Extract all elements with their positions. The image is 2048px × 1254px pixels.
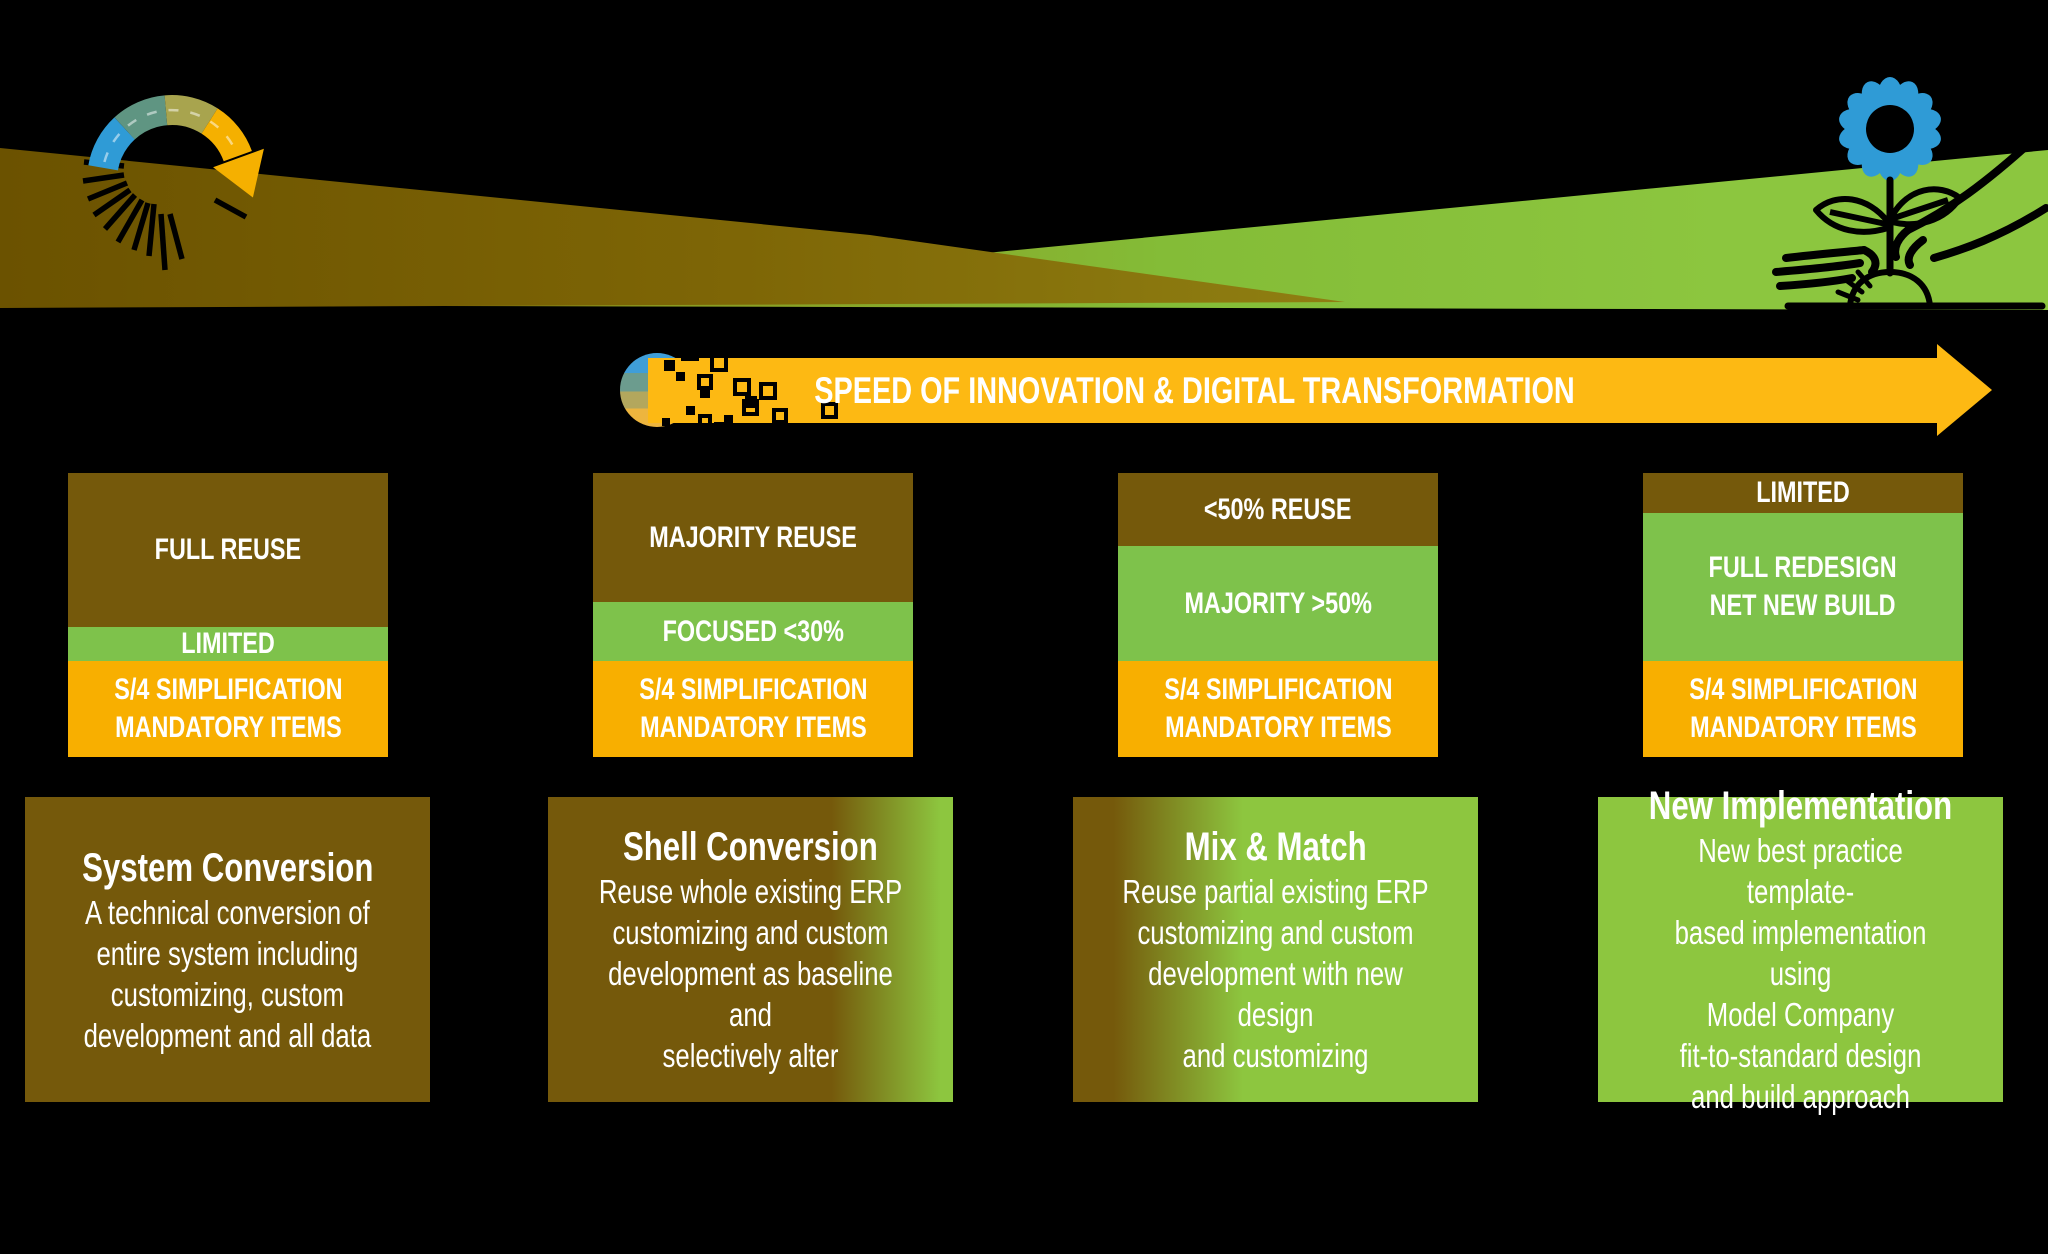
mandatory-segment-label: S/4 SIMPLIFICATION MANDATORY ITEMS	[1163, 673, 1393, 744]
approach-description-text: A technical conversion of entire system …	[83, 893, 372, 1054]
approach-card-mix-and-match: Mix & Match Reuse partial existing ERP c…	[1073, 797, 1478, 1102]
reuse-stack-mix-and-match: <50% REUSE MAJORITY >50% S/4 SIMPLIFICAT…	[1118, 473, 1438, 757]
approach-title: Shell Conversion	[587, 823, 914, 871]
mandatory-segment: S/4 SIMPLIFICATION MANDATORY ITEMS	[1118, 661, 1438, 757]
approach-description-text: Reuse partial existing ERP customizing a…	[1122, 873, 1429, 1074]
reuse-segment: MAJORITY REUSE	[593, 473, 913, 602]
approach-title-text: System Conversion	[81, 845, 374, 890]
mandatory-segment: S/4 SIMPLIFICATION MANDATORY ITEMS	[593, 661, 913, 757]
approach-description-text: Reuse whole existing ERP customizing and…	[598, 873, 903, 1074]
approach-description: New best practice template- based implem…	[1598, 830, 2003, 1117]
approach-description: Reuse whole existing ERP customizing and…	[548, 871, 953, 1076]
reuse-segment: LIMITED	[1643, 473, 1963, 513]
reuse-stack-system-conversion: FULL REUSE LIMITED S/4 SIMPLIFICATION MA…	[68, 473, 388, 757]
reuse-segment-label: FULL REUSE	[154, 533, 302, 566]
mandatory-segment-label: S/4 SIMPLIFICATION MANDATORY ITEMS	[638, 673, 868, 744]
brown-ribbon	[0, 148, 1345, 308]
curved-transformation-arrow-icon	[88, 95, 264, 198]
target-segment: MAJORITY >50%	[1118, 546, 1438, 661]
mandatory-segment-label: S/4 SIMPLIFICATION MANDATORY ITEMS	[1688, 673, 1918, 744]
approach-description: A technical conversion of entire system …	[43, 892, 412, 1056]
reuse-segment-label: MAJORITY REUSE	[649, 520, 857, 554]
mandatory-segment: S/4 SIMPLIFICATION MANDATORY ITEMS	[1643, 661, 1963, 757]
approach-title: Mix & Match	[1159, 823, 1392, 871]
reuse-stack-new-implementation: LIMITED FULL REDESIGN NET NEW BUILD S/4 …	[1643, 473, 1963, 757]
approach-title-text: Mix & Match	[1184, 825, 1367, 869]
right-arrow-icon	[620, 343, 1992, 439]
pixel-dissolve-icon	[662, 343, 838, 439]
flower-icon	[1813, 77, 1963, 277]
reuse-segment-label: LIMITED	[1756, 476, 1850, 509]
target-segment-label: MAJORITY >50%	[1184, 586, 1372, 620]
mandatory-segment: S/4 SIMPLIFICATION MANDATORY ITEMS	[68, 661, 388, 757]
target-segment-label: FULL REDESIGN NET NEW BUILD	[1708, 551, 1898, 622]
target-segment-label: FOCUSED <30%	[662, 614, 844, 648]
reuse-segment: FULL REUSE	[68, 473, 388, 627]
reuse-segment: <50% REUSE	[1118, 473, 1438, 546]
target-segment: FOCUSED <30%	[593, 602, 913, 661]
approach-description: Reuse partial existing ERP customizing a…	[1073, 871, 1478, 1076]
approach-card-system-conversion: System Conversion A technical conversion…	[25, 797, 430, 1102]
speed-arrow-label: SPEED OF INNOVATION & DIGITAL TRANSFORMA…	[645, 358, 1745, 423]
approach-title: New Implementation	[1606, 782, 1995, 830]
approach-card-shell-conversion: Shell Conversion Reuse whole existing ER…	[548, 797, 953, 1102]
sunburst-rays-icon	[82, 159, 248, 271]
approach-title-text: New Implementation	[1648, 784, 1953, 828]
approach-title: System Conversion	[41, 844, 414, 892]
target-segment: FULL REDESIGN NET NEW BUILD	[1643, 513, 1963, 661]
target-segment: LIMITED	[68, 627, 388, 661]
mandatory-segment-label: S/4 SIMPLIFICATION MANDATORY ITEMS	[113, 673, 343, 744]
approach-title-text: Shell Conversion	[623, 825, 878, 869]
speed-arrow-label-text: SPEED OF INNOVATION & DIGITAL TRANSFORMA…	[814, 369, 1576, 411]
target-segment-label: LIMITED	[181, 627, 275, 660]
approach-description-text: New best practice template- based implem…	[1674, 832, 1927, 1115]
reuse-stack-shell-conversion: MAJORITY REUSE FOCUSED <30% S/4 SIMPLIFI…	[593, 473, 913, 757]
planting-hands-icon	[1772, 124, 2048, 310]
approach-card-new-implementation: New Implementation New best practice tem…	[1598, 784, 2003, 1115]
reuse-segment-label: <50% REUSE	[1204, 492, 1352, 526]
